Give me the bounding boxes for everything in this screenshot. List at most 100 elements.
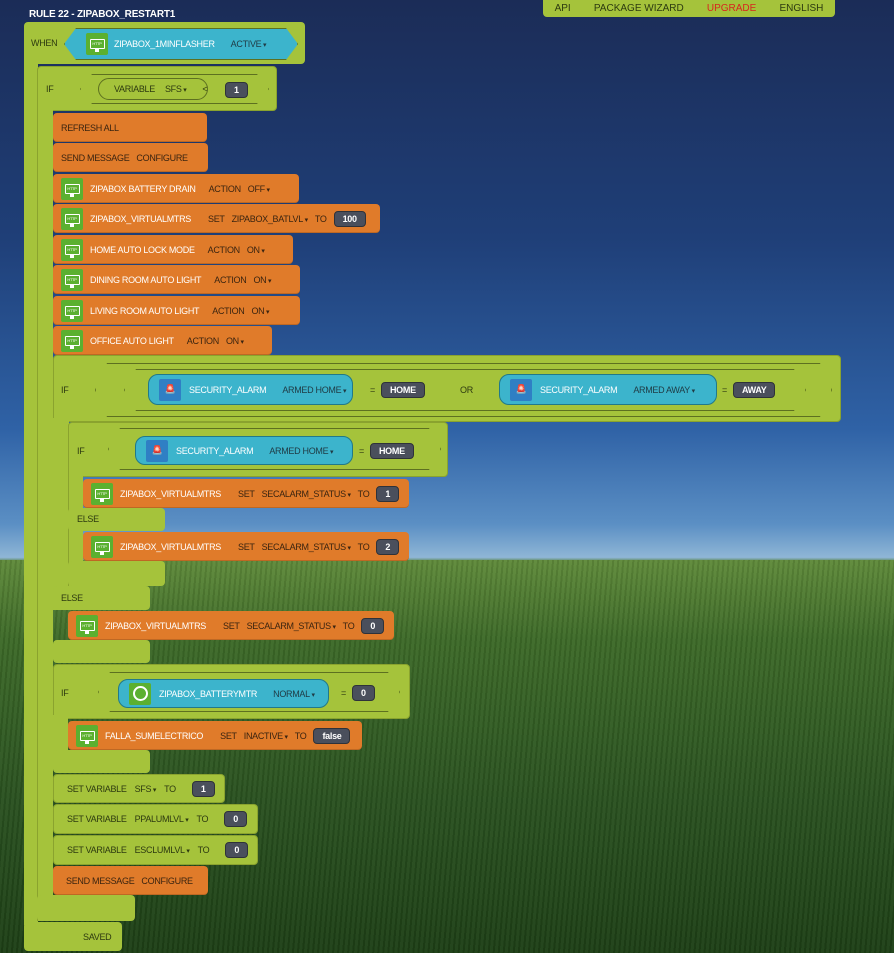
variable-pill[interactable] <box>98 78 208 100</box>
when-trigger-content: HTTP ZIPABOX_1MINFLASHER ACTIVE <box>86 33 266 55</box>
value-field[interactable]: 1 <box>225 82 248 98</box>
device-name: FALLA_SUMELECTRICO <box>105 730 204 741</box>
set-variable-block[interactable]: SET VARIABLESFSTO1 <box>53 774 225 803</box>
refresh-all-block[interactable]: REFRESH ALL <box>53 113 207 142</box>
else-label: ELSE <box>77 514 99 524</box>
siren-icon: 🚨 <box>159 378 181 401</box>
if3-spine <box>53 715 68 755</box>
value-field[interactable]: 0 <box>225 842 249 858</box>
variable-dropdown[interactable]: ESCLUMLVL <box>135 845 190 855</box>
alarm-condition-left[interactable]: 🚨 SECURITY_ALARM ARMED HOME <box>148 374 353 405</box>
verb: SET <box>238 488 255 499</box>
variable-dropdown[interactable]: SFS <box>135 784 156 794</box>
device-name: SECURITY_ALARM <box>189 384 267 395</box>
or-inner <box>124 369 806 411</box>
to-label: TO <box>164 783 176 794</box>
field-dropdown[interactable]: SECALARM_STATUS <box>262 489 351 499</box>
state-dropdown[interactable]: ARMED AWAY <box>633 385 695 395</box>
action-dropdown[interactable]: ON <box>247 245 265 255</box>
action-text: REFRESH ALL <box>61 122 119 133</box>
else-block <box>68 508 165 531</box>
http-icon: HTTP <box>91 535 113 558</box>
value-field[interactable]: false <box>313 727 351 744</box>
when-spine <box>24 60 38 925</box>
set-variable-label: SET VARIABLE <box>67 845 127 855</box>
field-dropdown[interactable]: INACTIVE <box>244 731 288 741</box>
to-label: TO <box>294 730 307 741</box>
action-dropdown[interactable]: ON <box>251 306 269 316</box>
message-arg[interactable]: CONFIGURE <box>136 152 188 163</box>
value-field[interactable]: 0 <box>361 617 385 634</box>
action-block[interactable]: HTTP FALLA_SUMELECTRICO SET INACTIVE TO false <box>68 721 362 750</box>
value-field[interactable]: 2 <box>376 538 400 555</box>
http-icon: HTTP <box>61 177 83 200</box>
if3-foot <box>53 750 150 773</box>
value-field[interactable]: 100 <box>333 210 366 227</box>
operator: = <box>722 385 727 395</box>
http-icon: HTTP <box>76 724 98 747</box>
state-dropdown[interactable]: ARMED HOME <box>269 446 333 456</box>
siren-icon: 🚨 <box>146 439 168 462</box>
alarm-condition[interactable]: 🚨 SECURITY_ALARM ARMED HOME <box>135 436 353 465</box>
to-label: TO <box>196 814 209 824</box>
message-arg[interactable]: CONFIGURE <box>141 875 193 886</box>
field-dropdown[interactable]: SECALARM_STATUS <box>262 542 351 552</box>
state-dropdown[interactable]: ARMED HOME <box>282 385 346 395</box>
field-dropdown[interactable]: SECALARM_STATUS <box>247 621 336 631</box>
device-name: LIVING ROOM AUTO LIGHT <box>90 305 200 316</box>
alarm-condition-right[interactable]: 🚨 SECURITY_ALARM ARMED AWAY <box>499 374 717 405</box>
action-dropdown[interactable]: ON <box>226 336 244 346</box>
menu-api[interactable]: API <box>554 3 571 14</box>
variable-dropdown[interactable]: PPALUMLVL <box>135 814 189 824</box>
value-field[interactable]: HOME <box>369 443 414 459</box>
device-name: ZIPABOX BATTERY DRAIN <box>90 183 196 194</box>
verb: SET <box>220 730 237 741</box>
variable-dropdown[interactable]: SFS <box>165 84 186 94</box>
if1-label: IF <box>46 84 54 94</box>
menu-upgrade[interactable]: UPGRADE <box>706 3 757 14</box>
menu-package-wizard[interactable]: PACKAGE WIZARD <box>593 3 684 14</box>
compare: = HOME <box>370 382 425 398</box>
device-name: SECURITY_ALARM <box>540 384 618 395</box>
verb: SET <box>238 541 255 552</box>
if3-condition[interactable] <box>98 672 400 712</box>
if2-label: IF <box>61 385 69 395</box>
value-field[interactable]: HOME <box>380 382 425 398</box>
if2a-condition[interactable] <box>108 428 441 470</box>
value-field[interactable]: 1 <box>191 780 215 797</box>
if1-condition[interactable] <box>80 74 269 104</box>
operator: = <box>370 385 375 395</box>
value-field[interactable]: 1 <box>376 485 400 502</box>
operator: < <box>202 84 208 94</box>
value-field[interactable]: AWAY <box>732 382 776 398</box>
top-menu: API PACKAGE WIZARD UPGRADE ENGLISH <box>543 0 835 17</box>
http-icon: HTTP <box>76 614 98 637</box>
action-dropdown[interactable]: ON <box>253 275 271 285</box>
meter-condition[interactable]: ZIPABOX_BATTERYMTR NORMAL <box>118 679 329 708</box>
menu-language[interactable]: ENGLISH <box>779 3 824 14</box>
value-field[interactable]: 0 <box>224 811 247 827</box>
set-variable-block[interactable]: SET VARIABLEPPALUMLVLTO0 <box>53 804 258 834</box>
verb: ACTION <box>207 244 241 255</box>
device-name: HOME AUTO LOCK MODE <box>90 244 195 255</box>
set-variable-block[interactable]: SET VARIABLE ESCLUMLVL TO 0 <box>53 835 258 865</box>
to-label: TO <box>197 845 210 855</box>
field-dropdown[interactable]: ZIPABOX_BATLVL <box>232 214 308 224</box>
value-field[interactable]: 0 <box>351 685 375 701</box>
http-icon: HTTP <box>91 482 113 505</box>
state-dropdown[interactable]: ACTIVE <box>231 39 267 49</box>
or-condition[interactable] <box>95 363 832 417</box>
action-dropdown[interactable]: OFF <box>248 184 270 194</box>
state-dropdown[interactable]: NORMAL <box>273 689 315 699</box>
